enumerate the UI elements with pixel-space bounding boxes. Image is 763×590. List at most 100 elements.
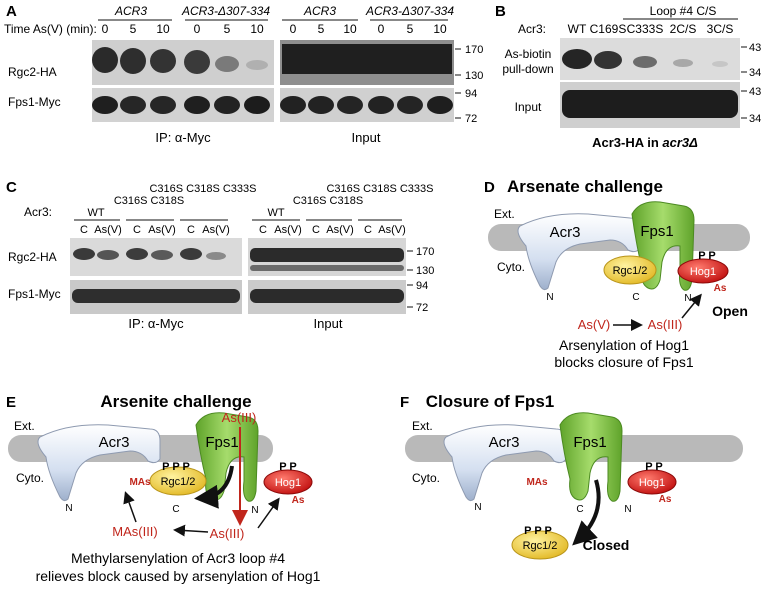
panel-e-asiii-bottom: As(III) [210, 526, 245, 541]
panel-d-title: Arsenate challenge [507, 177, 663, 196]
panel-a-ip-label: IP: α-Myc [155, 130, 211, 145]
panel-f-c-term: C [576, 504, 583, 515]
panel-e-as-adduct: As [292, 495, 305, 506]
panel-b-mw-34b: 34 [749, 113, 761, 125]
panel-b-row2: Input [515, 100, 542, 114]
panel-e-rgc-label: Rgc1/2 [161, 476, 196, 488]
panel-c-bands [72, 248, 404, 303]
panel-f-release-arrow [572, 479, 601, 546]
panel-f-as-adduct: As [659, 494, 672, 505]
panel-e-rgc-shape [149, 466, 207, 496]
panel-f-fps1-label: Fps1 [573, 434, 606, 451]
panel-f-closed: Closed [583, 537, 630, 553]
panel-d-caption-2: blocks closure of Fps1 [554, 354, 693, 370]
panel-b-lane-c169s: C169S [590, 22, 627, 36]
panel-e-hog1-label: Hog1 [275, 477, 301, 489]
panel-a-time-10: 0 [378, 22, 385, 36]
panel-a-row-rgc2: Rgc2-HA [8, 65, 57, 79]
panel-e-cyto: Cyto. [16, 471, 44, 485]
panel-c-mw-94: 94 [416, 280, 428, 292]
panel-d-asv: As(V) [578, 317, 611, 332]
panel-f-hog1-phospho: P P [645, 461, 663, 473]
panel-d-letter: D [484, 179, 495, 196]
panel-b-lane-c333s: C333S [627, 22, 664, 36]
panel-d-n-term-2: N [684, 293, 691, 304]
panel-d-acr3-label: Acr3 [550, 224, 581, 241]
panel-b-caption: Acr3-HA in acr3Δ [592, 135, 698, 150]
panel-d-hog1-label: Hog1 [690, 266, 716, 278]
panel-e-methylation-arrow [173, 524, 209, 537]
panel-c-ip-label: IP: α-Myc [128, 316, 184, 331]
panel-c-letter: C [6, 179, 17, 196]
panel-f-rgc-label: Rgc1/2 [523, 540, 558, 552]
panel-c-cond-3: C [133, 224, 141, 236]
panel-f-fps1-shape [559, 412, 623, 502]
panel-e-caption-1: Methylarsenylation of Acr3 loop #4 [71, 550, 285, 566]
panel-f-acr3-label: Acr3 [489, 434, 520, 451]
panel-f-title: Closure of Fps1 [426, 392, 554, 411]
panel-a-group-2: ACR3-Δ307-334 [181, 4, 270, 18]
panel-d-asiii: As(III) [648, 317, 683, 332]
panel-f-mas-adduct: MAs [526, 477, 548, 488]
panel-c-cond-2: As(V) [94, 224, 122, 236]
panel-e-mas-binding-arrow [123, 491, 137, 523]
panel-e-n-term-2: N [251, 505, 258, 516]
panel-b-lane-wt: WT [568, 22, 587, 36]
panel-e-rgc-phospho: P P P [162, 461, 190, 473]
panel-f-cyto: Cyto. [412, 471, 440, 485]
panel-e-ext: Ext. [14, 419, 35, 433]
panel-b-mw-43a: 43 [749, 42, 761, 54]
panel-b-mw-43b: 43 [749, 86, 761, 98]
panel-e-c-term: C [172, 504, 179, 515]
panel-a: A Time As(V) (min): ACR3 ACR3-Δ307-334 A… [4, 3, 483, 145]
panel-a-time-6: 10 [250, 22, 264, 36]
panel-c-lead: Acr3: [24, 205, 52, 219]
panel-a-mw-130: 130 [465, 70, 483, 82]
panel-d-binding-arrow [681, 293, 702, 319]
panel-a-time-7: 0 [290, 22, 297, 36]
panel-b-bands [562, 49, 738, 118]
panel-c-mw-72: 72 [416, 302, 428, 314]
panel-c-cond-7: C [259, 224, 267, 236]
panel-a-blot-ip-rgc2 [92, 40, 274, 85]
panel-a-time-8: 5 [318, 22, 325, 36]
panel-e-acr3-label: Acr3 [99, 434, 130, 451]
panel-a-time-5: 5 [224, 22, 231, 36]
panel-d-open: Open [712, 303, 748, 319]
panel-c-strain-r2: C316S C318S [293, 195, 363, 207]
panel-f-acr3-shape [443, 424, 567, 502]
panel-d-caption-1: Arsenylation of Hog1 [559, 337, 689, 353]
panel-e-masiii: MAs(III) [112, 524, 158, 539]
panel-b-row1-line2: pull-down [502, 62, 553, 76]
panel-a-group-3: ACR3 [303, 4, 336, 18]
panel-a-time-3: 10 [156, 22, 170, 36]
panel-c-strain-r3: C316S C318S C333S [326, 183, 433, 195]
panel-a-time-12: 10 [433, 22, 447, 36]
panel-b-row1-line1: As-biotin [505, 47, 552, 61]
panel-c-strain-l2: C316S C318S [114, 195, 184, 207]
panel-e-hog1-phospho: P P [279, 461, 297, 473]
panel-a-group-1: ACR3 [114, 4, 147, 18]
panel-f-n-term-2: N [624, 504, 631, 515]
panel-a-time-4: 0 [194, 22, 201, 36]
panel-d-cyto: Cyto. [497, 260, 525, 274]
panel-d-fps1-label: Fps1 [640, 223, 673, 240]
panel-f-rgc-phospho: P P P [524, 525, 552, 537]
panel-e-hog1-shape [263, 469, 313, 495]
panel-a-mw-94: 94 [465, 88, 477, 100]
panel-b-loop-label: Loop #4 C/S [650, 4, 717, 18]
panel-a-group-4: ACR3-Δ307-334 [365, 4, 454, 18]
panel-b-lead: Acr3: [518, 22, 546, 36]
panel-c-cond-8: As(V) [274, 224, 302, 236]
panel-a-bands [92, 44, 453, 114]
panel-e-title: Arsenite challenge [100, 392, 251, 411]
panel-f-rgc-shape [511, 530, 569, 560]
panel-c: C Acr3: WT C316S C318S C316S C318S C333S… [6, 179, 434, 331]
panel-c-cond-12: As(V) [378, 224, 406, 236]
panel-d-c-term: C [632, 292, 639, 303]
panel-f-hog1-label: Hog1 [639, 477, 665, 489]
panel-d-phospho: P P [698, 250, 716, 262]
panel-e-asiii-top: As(III) [222, 410, 257, 425]
panel-a-row-fps1: Fps1-Myc [8, 95, 61, 109]
